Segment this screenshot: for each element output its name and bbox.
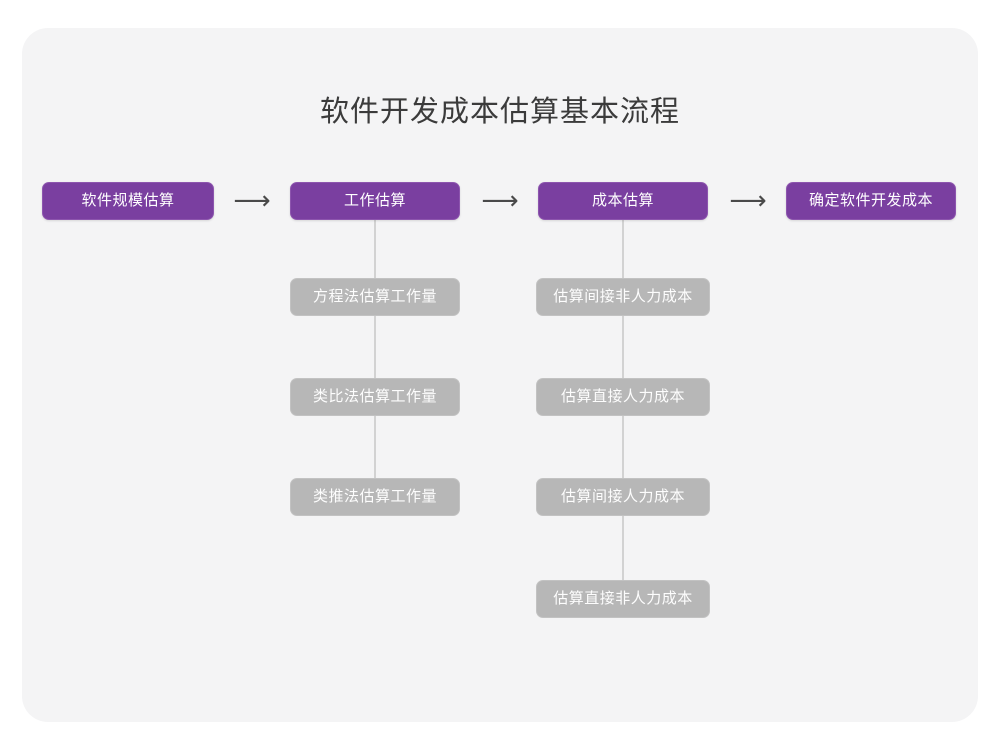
node-stage-3-child-1[interactable]: 估算间接非人力成本 <box>536 278 710 316</box>
node-stage-2[interactable]: 工作估算 <box>290 182 460 220</box>
node-stage-3[interactable]: 成本估算 <box>538 182 708 220</box>
arrow-stage-1-to-2: ⟶ <box>233 186 271 216</box>
page-title: 软件开发成本估算基本流程 <box>319 96 680 128</box>
node-stage-3-child-4[interactable]: 估算直接非人力成本 <box>536 580 710 618</box>
connector-line-stage-3 <box>622 216 624 618</box>
connector-line-stage-2 <box>374 216 376 516</box>
node-stage-3-child-3[interactable]: 估算间接人力成本 <box>536 478 710 516</box>
node-stage-2-child-1[interactable]: 方程法估算工作量 <box>290 278 460 316</box>
node-stage-4[interactable]: 确定软件开发成本 <box>786 182 956 220</box>
diagram-card <box>22 28 978 722</box>
arrow-stage-2-to-3: ⟶ <box>481 186 519 216</box>
node-stage-1[interactable]: 软件规模估算 <box>42 182 214 220</box>
node-stage-3-child-2[interactable]: 估算直接人力成本 <box>536 378 710 416</box>
node-stage-2-child-2[interactable]: 类比法估算工作量 <box>290 378 460 416</box>
node-stage-2-child-3[interactable]: 类推法估算工作量 <box>290 478 460 516</box>
arrow-stage-3-to-4: ⟶ <box>729 186 767 216</box>
